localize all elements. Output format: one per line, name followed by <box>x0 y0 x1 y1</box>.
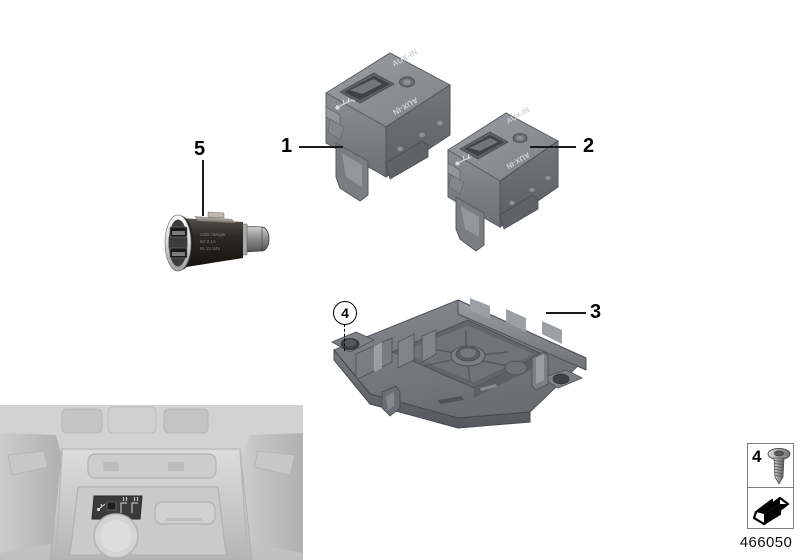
svg-text:5V 2.1A: 5V 2.1A <box>200 239 216 244</box>
usb-icon <box>455 153 472 166</box>
callout-5-number: 5 <box>194 138 206 160</box>
bracket-svg <box>330 298 587 429</box>
seat-heating-icon <box>131 496 139 513</box>
usb-icon <box>96 503 106 512</box>
part-dual-usb-charger-adapter[interactable]: USB charger 5V 2.1A IN 12-24V <box>148 198 278 293</box>
charger-svg: USB charger 5V 2.1A IN 12-24V <box>164 211 270 272</box>
callout-1-number: 1 <box>281 135 293 157</box>
part-mounting-bracket[interactable] <box>330 296 590 431</box>
detail-arrow-icon <box>752 496 790 526</box>
part-usb-aux-socket-large[interactable]: AUX-IN AUX-IN <box>318 45 458 205</box>
usb-port <box>169 226 188 238</box>
svg-text:USB charger: USB charger <box>200 232 226 237</box>
callout-3-number: 3 <box>590 301 602 323</box>
svg-text:IN 12-24V: IN 12-24V <box>200 246 220 251</box>
detail-box-arrow <box>747 487 794 529</box>
usb-port <box>169 247 188 259</box>
part-usb-aux-socket-small[interactable]: AUX-IN AUX-IN <box>440 105 565 255</box>
callout-2-leader <box>530 146 576 148</box>
callout-4-circle: 4 <box>333 301 357 325</box>
callout-3-leader <box>546 312 586 314</box>
screw-icon <box>767 447 791 485</box>
console-usb-aux-panel <box>91 495 143 520</box>
socket-small-svg: AUX-IN AUX-IN <box>447 105 559 252</box>
callout-5-leader <box>202 160 204 216</box>
callout-1-leader <box>299 146 343 148</box>
callout-4-leader <box>344 324 345 351</box>
interior-photo <box>0 405 303 560</box>
usb-icon <box>335 97 356 110</box>
callout-2-number: 2 <box>583 135 595 157</box>
interior-photo-svg <box>0 405 303 560</box>
socket-large-svg: AUX-IN AUX-IN <box>325 47 451 202</box>
detail-box-number: 4 <box>752 447 762 466</box>
diagram-part-number: 466050 <box>739 534 793 551</box>
seat-heating-icon <box>120 496 128 513</box>
detail-box-screw: 4 <box>747 443 794 488</box>
